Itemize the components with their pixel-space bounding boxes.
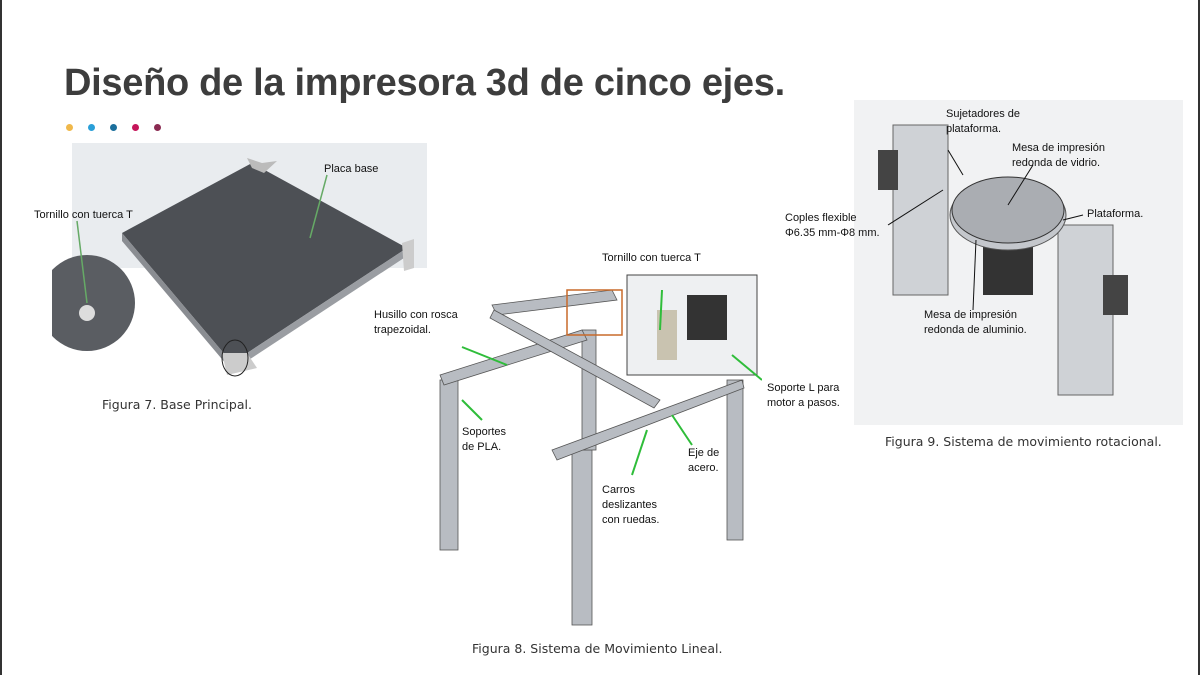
label-mesa-vidrio: Mesa de impresión redonda de vidrio. bbox=[1012, 141, 1105, 171]
label-line: acero. bbox=[688, 462, 719, 474]
accent-dot bbox=[110, 124, 117, 131]
accent-dot bbox=[154, 124, 161, 131]
label-tornillo-8: Tornillo con tuerca T bbox=[602, 252, 701, 264]
label-plataforma: Plataforma. bbox=[1087, 208, 1144, 220]
label-line: trapezoidal. bbox=[374, 324, 431, 336]
label-line: Eje de bbox=[688, 447, 720, 459]
accent-dot bbox=[132, 124, 139, 131]
label-tornillo: Tornillo con tuerca T bbox=[34, 209, 133, 221]
label-line: Coples flexible bbox=[785, 212, 857, 224]
label-line: plataforma. bbox=[946, 123, 1002, 135]
label-carros: Carros deslizantes con ruedas. bbox=[602, 483, 659, 528]
label-line: Husillo con rosca bbox=[374, 309, 458, 321]
label-line: Soporte L para bbox=[767, 382, 840, 394]
label-line: deslizantes bbox=[602, 499, 658, 511]
label-line: redonda de vidrio. bbox=[1012, 157, 1101, 169]
label-mesa-aluminio: Mesa de impresión redonda de aluminio. bbox=[924, 308, 1027, 338]
accent-dot bbox=[66, 124, 73, 131]
label-line: de PLA. bbox=[462, 441, 502, 453]
label-line: Carros bbox=[602, 484, 636, 496]
label-line: con ruedas. bbox=[602, 514, 660, 526]
figure9-caption: Figura 9. Sistema de movimiento rotacion… bbox=[885, 434, 1162, 449]
label-sujetadores: Sujetadores de plataforma. bbox=[946, 107, 1020, 137]
label-soportes-pla: Soportes de PLA. bbox=[462, 425, 506, 455]
label-line: Sujetadores de bbox=[946, 108, 1020, 120]
accent-dots bbox=[66, 124, 161, 131]
rotational-system-image bbox=[854, 100, 1183, 425]
label-line: redonda de aluminio. bbox=[924, 324, 1027, 336]
linear-motion-image bbox=[439, 274, 762, 626]
label-line: motor a pasos. bbox=[767, 397, 840, 409]
label-line: Soportes bbox=[462, 426, 507, 438]
figure7-caption: Figura 7. Base Principal. bbox=[102, 397, 252, 412]
base-plate-image bbox=[52, 143, 427, 377]
slide-title: Diseño de la impresora 3d de cinco ejes. bbox=[64, 62, 785, 104]
label-husillo: Husillo con rosca trapezoidal. bbox=[374, 308, 458, 338]
label-line: Mesa de impresión bbox=[1012, 142, 1105, 154]
accent-dot bbox=[88, 124, 95, 131]
label-line: Mesa de impresión bbox=[924, 309, 1017, 321]
figure8-caption: Figura 8. Sistema de Movimiento Lineal. bbox=[472, 641, 723, 656]
label-placa-base: Placa base bbox=[324, 163, 379, 175]
label-eje: Eje de acero. bbox=[688, 446, 719, 476]
label-line: Φ6.35 mm-Φ8 mm. bbox=[785, 227, 880, 239]
label-soporte-l: Soporte L para motor a pasos. bbox=[767, 381, 840, 411]
